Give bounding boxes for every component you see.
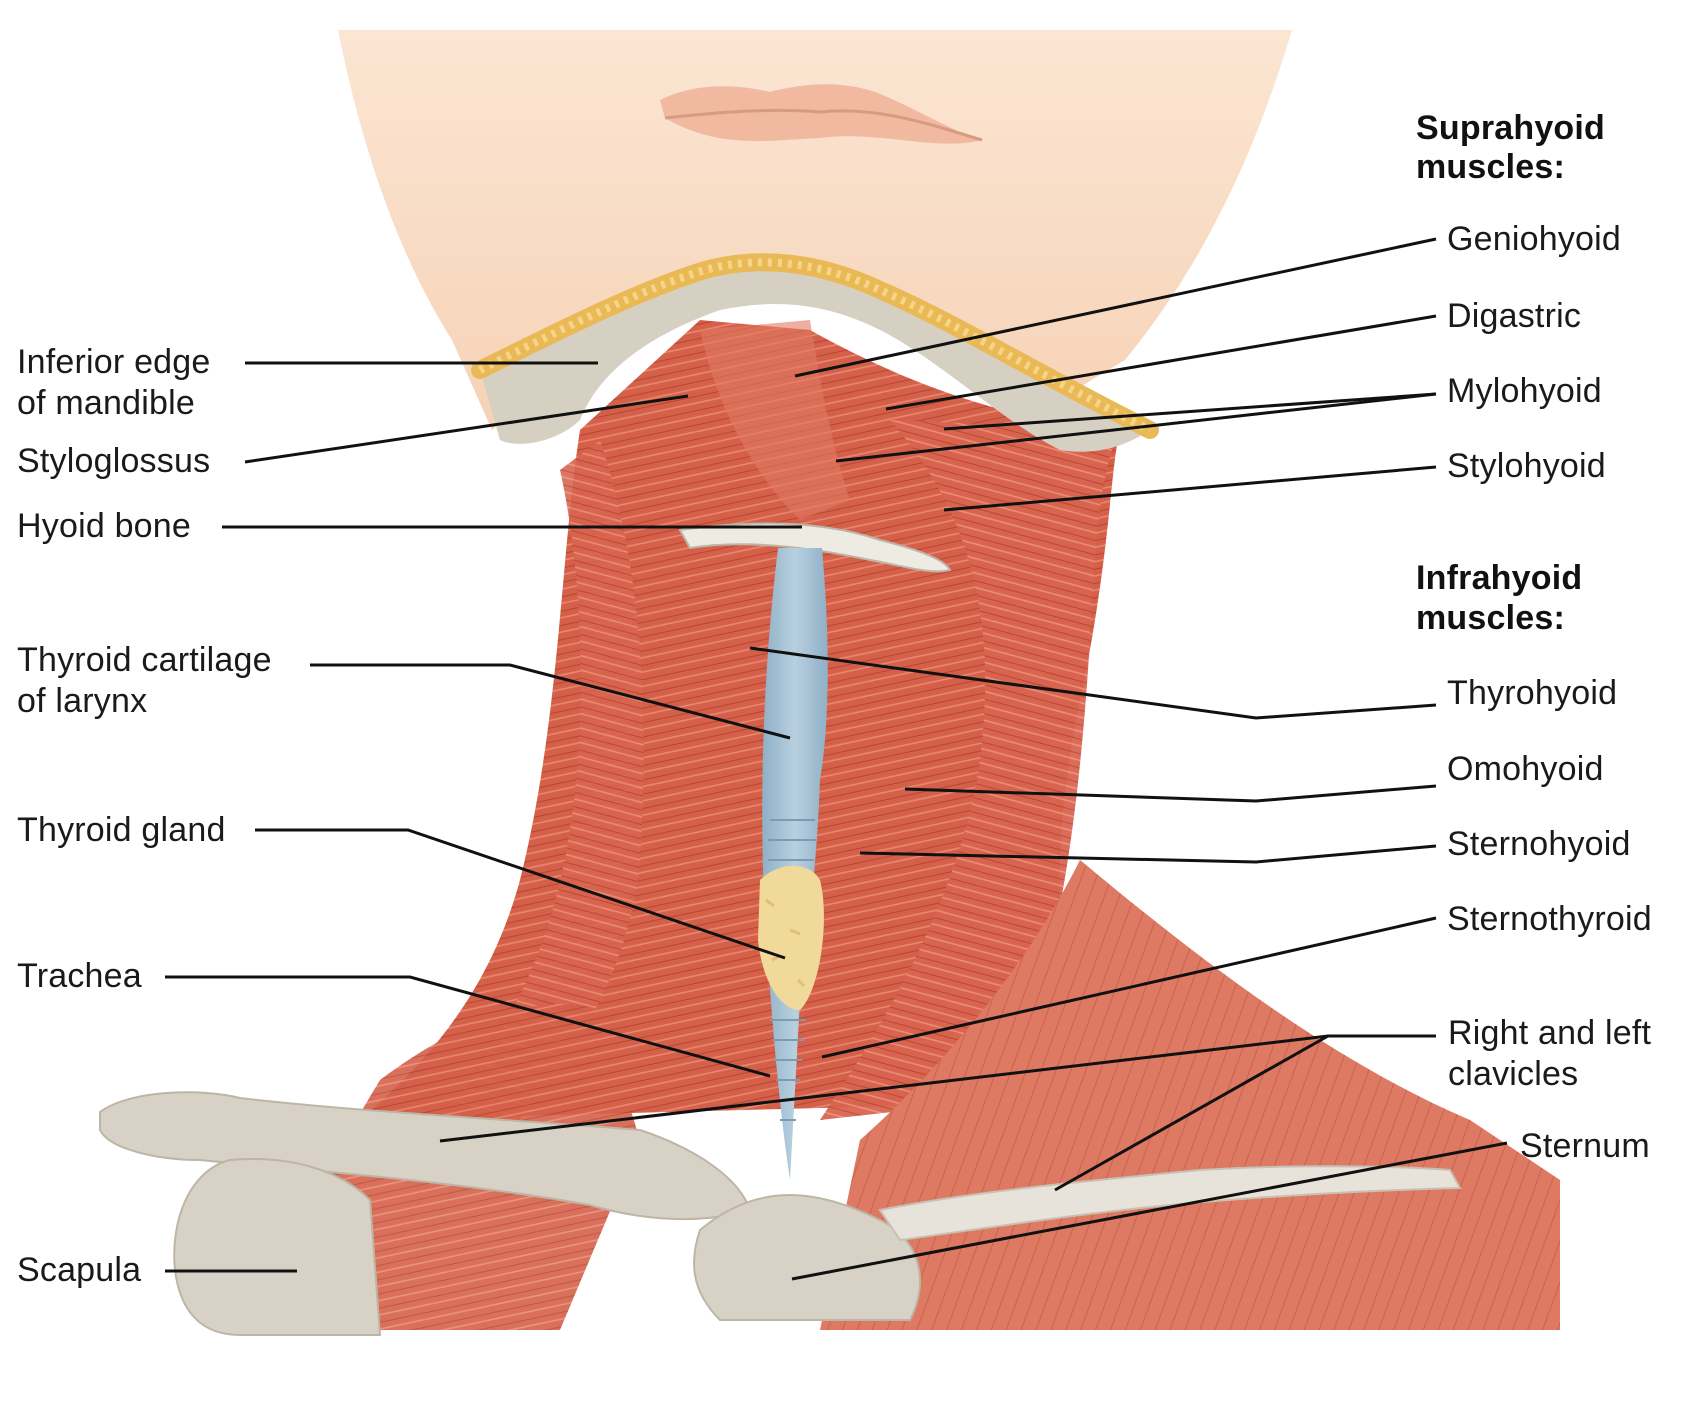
label-clavicles-line1: Right and left: [1448, 1014, 1652, 1052]
clavicle-scapula-sternum: [99, 1091, 1462, 1336]
label-thyroid-cartilage-line2: of larynx: [17, 682, 148, 720]
leader-sternohyoid: [859, 844, 1437, 864]
label-geniohyoid: Geniohyoid: [1447, 220, 1622, 258]
leader-sternothyroid: [821, 916, 1437, 1059]
leader-stylohyoid: [943, 465, 1437, 512]
heading-suprahyoid-line2: muscles:: [1416, 148, 1566, 186]
leader-trachea: [165, 975, 771, 1078]
scapula-bone: [173, 1158, 382, 1336]
label-inferior-edge-line2: of mandible: [17, 384, 195, 422]
leader-thyroid-cartilage: [310, 663, 791, 740]
heading-infrahyoid-line2: muscles:: [1416, 599, 1566, 637]
label-inferior-edge-line1: Inferior edge: [17, 343, 211, 381]
label-stylohyoid: Stylohyoid: [1447, 447, 1606, 485]
label-digastric: Digastric: [1447, 297, 1582, 335]
heading-suprahyoid-line1: Suprahyoid: [1416, 109, 1606, 147]
leader-clavicles-a: [439, 1034, 1436, 1143]
leader-thyroid-gland: [255, 828, 786, 960]
leader-clavicles-b: [1054, 1034, 1436, 1192]
thyroid-gland: [758, 865, 824, 1010]
mandible: [471, 253, 1159, 452]
leader-omohyoid: [904, 784, 1437, 803]
label-thyroid-gland: Thyroid gland: [17, 811, 226, 849]
lips: [660, 84, 982, 144]
label-trachea: Trachea: [17, 957, 142, 995]
leader-mylohyoid-a: [943, 392, 1437, 431]
label-sternothyroid: Sternothyroid: [1447, 900, 1652, 938]
leader-sternum: [791, 1141, 1508, 1281]
label-hyoid-bone: Hyoid bone: [17, 507, 192, 545]
label-omohyoid: Omohyoid: [1447, 750, 1604, 788]
label-clavicles-line2: clavicles: [1448, 1055, 1579, 1093]
sternum-bone: [693, 1194, 921, 1321]
leader-digastric: [885, 314, 1437, 411]
label-styloglossus: Styloglossus: [17, 442, 211, 480]
label-sternohyoid: Sternohyoid: [1447, 825, 1631, 863]
label-sternum: Sternum: [1520, 1127, 1650, 1165]
leader-geniohyoid: [794, 237, 1437, 378]
heading-infrahyoid-line1: Infrahyoid: [1416, 559, 1583, 597]
hyoid-bone: [678, 522, 952, 573]
label-thyroid-cartilage-line1: Thyroid cartilage: [17, 641, 272, 679]
label-mylohyoid: Mylohyoid: [1447, 372, 1602, 410]
leader-styloglossus: [244, 394, 689, 464]
leader-mylohyoid-b: [835, 392, 1437, 463]
neck-muscles: [320, 320, 1560, 1330]
label-scapula: Scapula: [17, 1251, 142, 1289]
label-thyrohyoid: Thyrohyoid: [1447, 674, 1618, 712]
leader-thyrohyoid: [749, 646, 1437, 720]
larynx-trachea: [758, 548, 828, 1180]
